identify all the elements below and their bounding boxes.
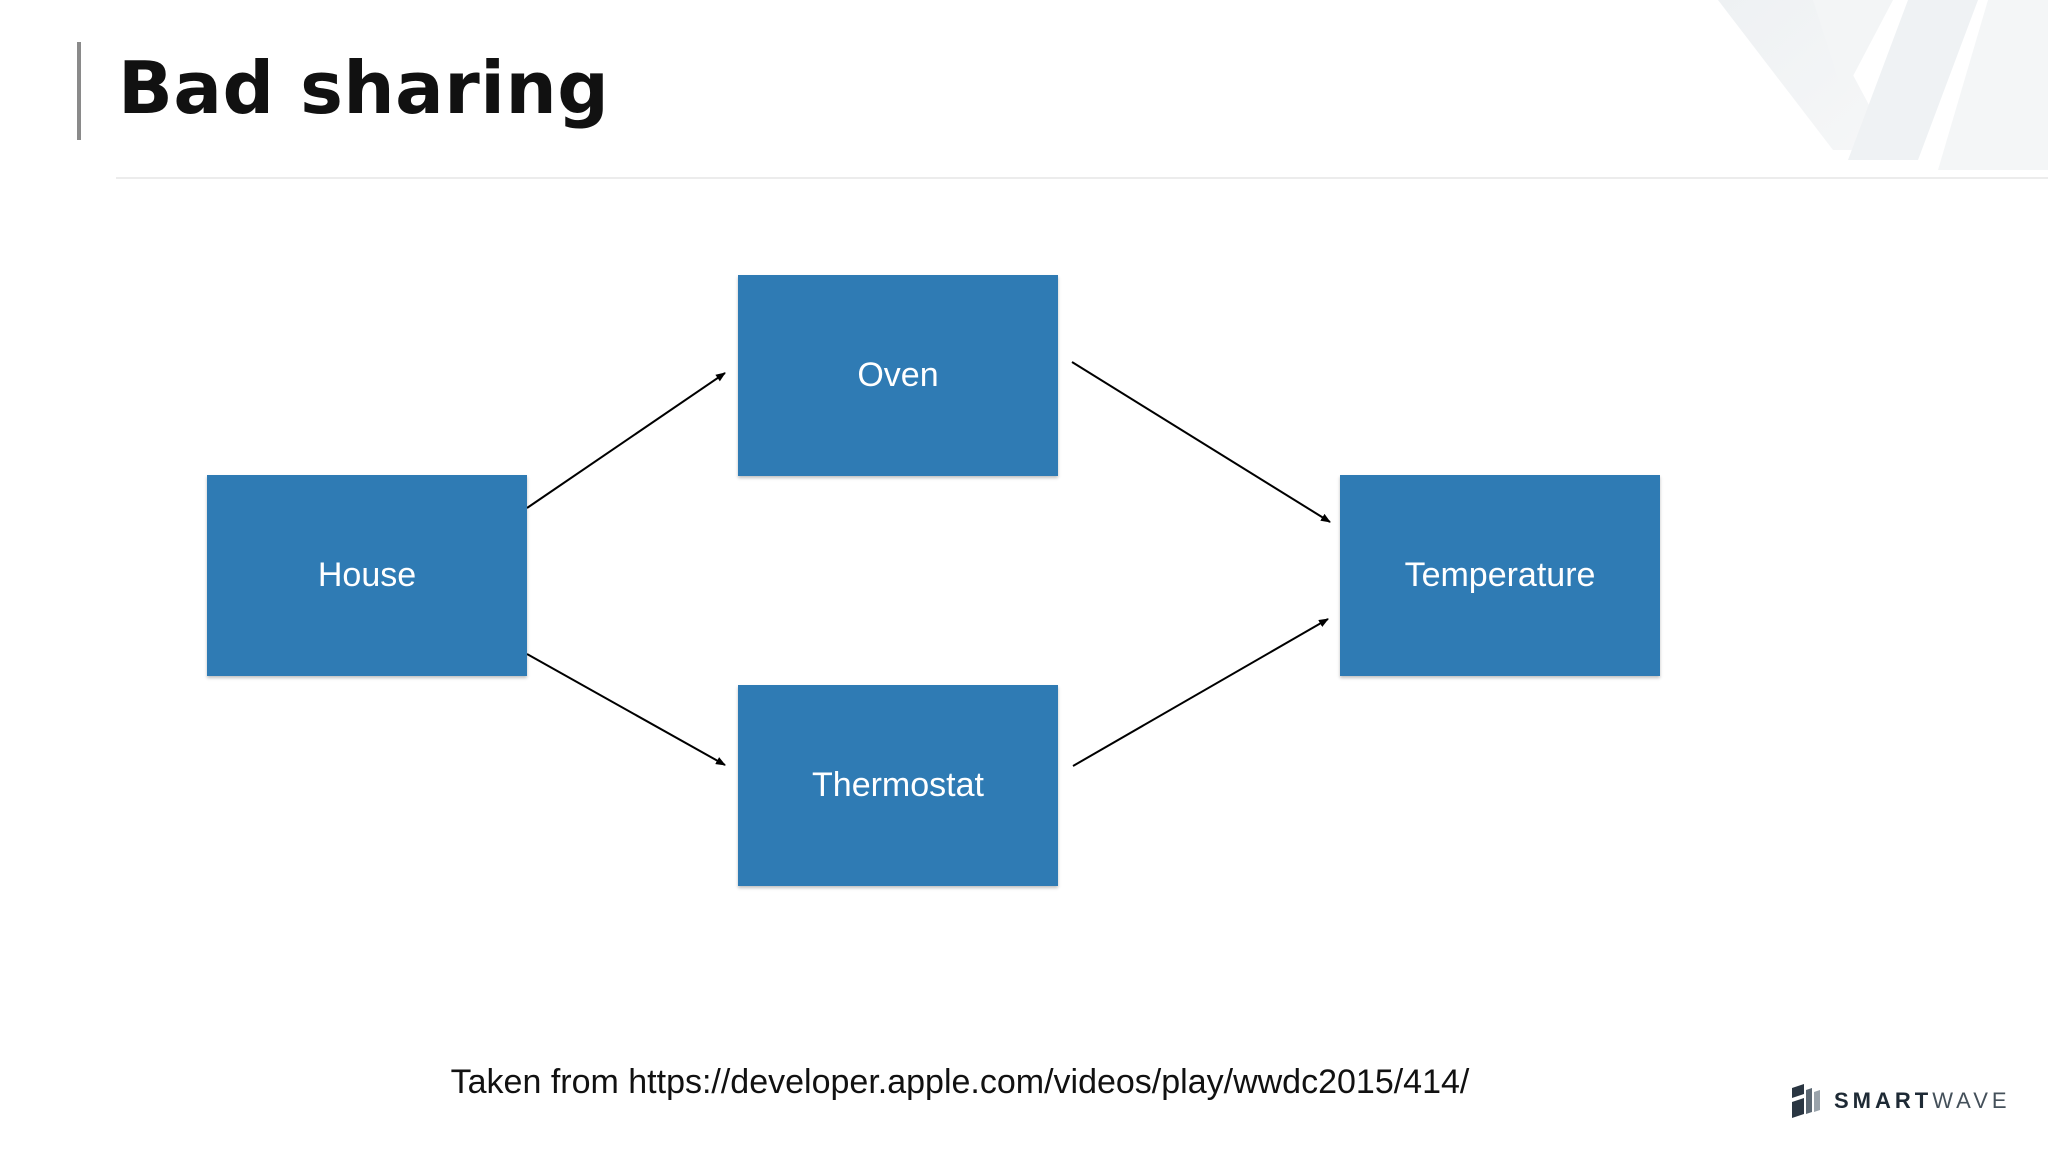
smartwave-logo-icon	[1792, 1084, 1820, 1118]
source-note: Taken from https://developer.apple.com/v…	[450, 1063, 1470, 1101]
node-temperature: Temperature	[1340, 475, 1660, 676]
logo-text-light: WAVE	[1932, 1088, 2011, 1113]
title-accent-bar	[77, 42, 81, 140]
title-divider	[116, 177, 2048, 179]
edge-oven-to-temperature	[1071, 361, 1331, 523]
edge-house-to-thermostat	[526, 653, 726, 766]
slide-title: Bad sharing	[118, 46, 610, 130]
smartwave-logo: SMARTWAVE	[1792, 1084, 2011, 1118]
decorative-chevron-shape	[1718, 0, 2048, 170]
node-thermostat: Thermostat	[738, 685, 1058, 886]
node-oven-label: Oven	[857, 356, 939, 394]
node-thermostat-label: Thermostat	[812, 766, 984, 804]
node-oven: Oven	[738, 275, 1058, 476]
logo-text-strong: SMART	[1834, 1088, 1933, 1113]
smartwave-logo-text: SMARTWAVE	[1834, 1088, 2011, 1114]
node-temperature-label: Temperature	[1404, 556, 1596, 594]
edge-thermostat-to-temperature	[1072, 618, 1329, 767]
node-house-label: House	[317, 556, 417, 594]
edge-house-to-oven	[526, 372, 726, 509]
node-house: House	[207, 475, 527, 676]
